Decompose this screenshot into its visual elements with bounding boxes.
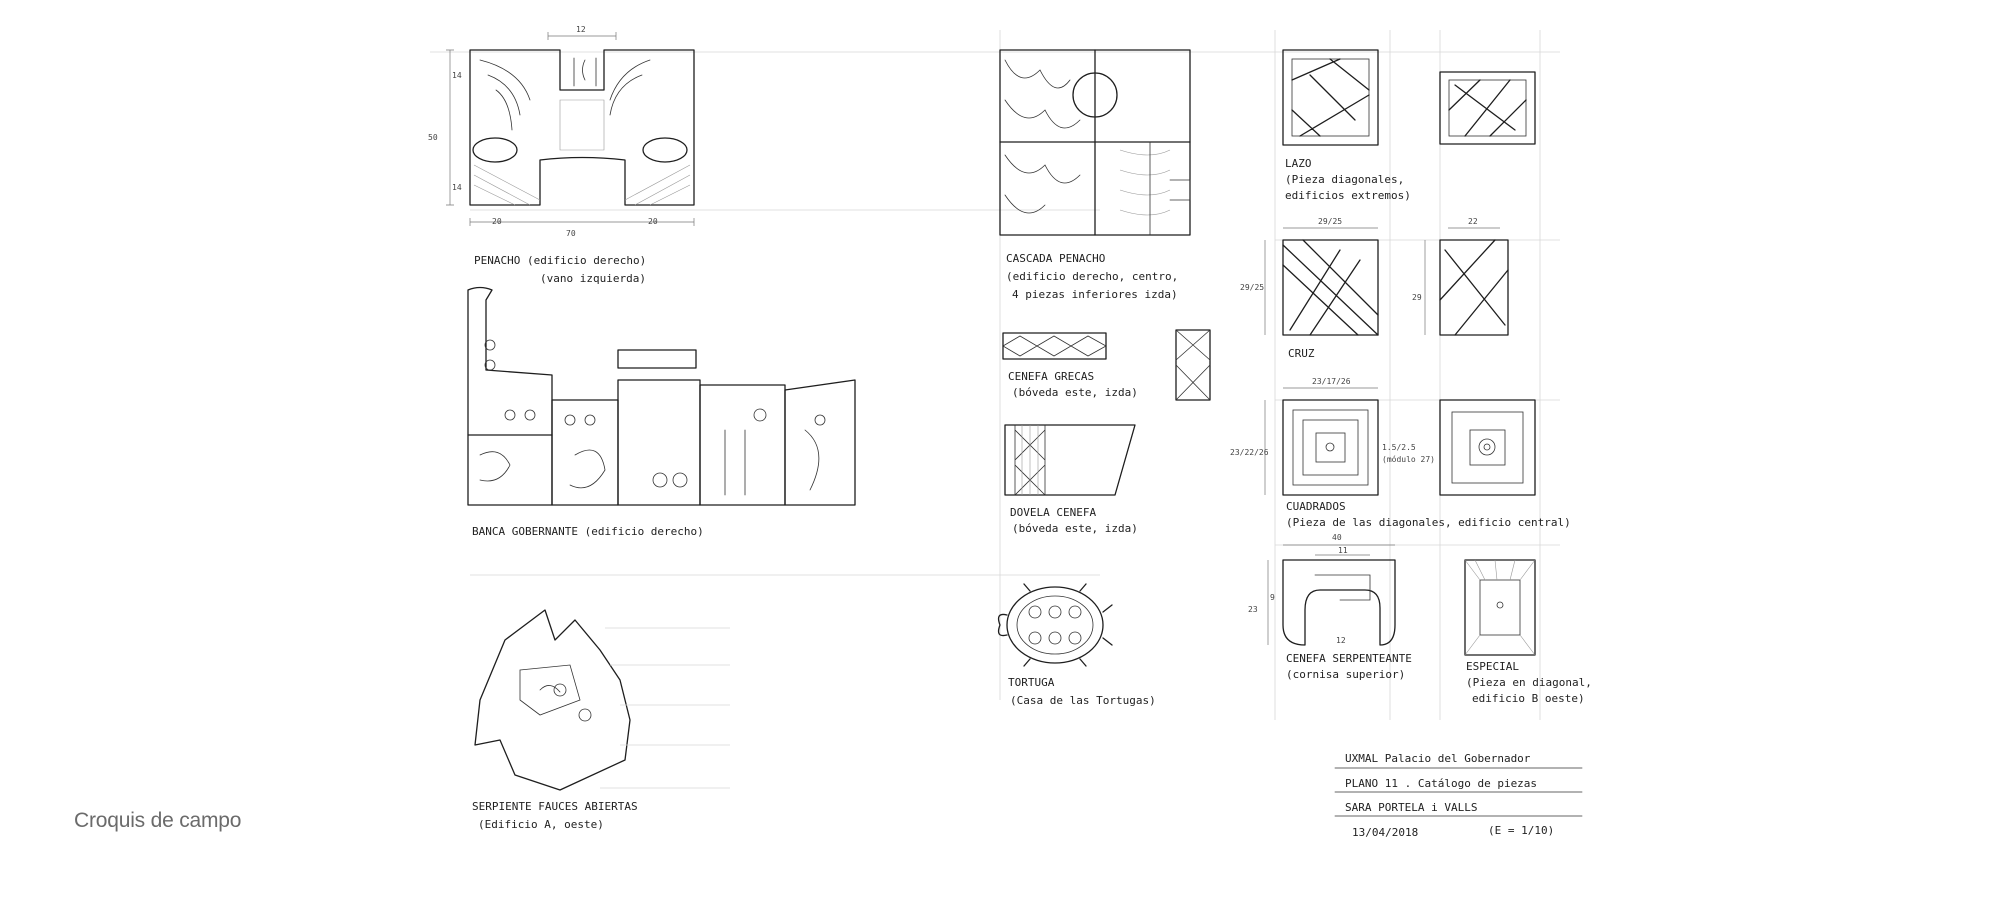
dovela-label: DOVELA CENEFA [1010, 506, 1096, 519]
dim-label: 29 [1412, 293, 1422, 302]
dim-label: 23/22/26 [1230, 448, 1269, 457]
dim-label: 14 [452, 183, 462, 192]
title-scale: (E = 1/10) [1488, 824, 1554, 837]
title-line-1: UXMAL Palacio del Gobernador [1345, 752, 1531, 765]
especial-label: ESPECIAL [1466, 660, 1519, 673]
tortuga-drawing: TORTUGA (Casa de las Tortugas) [997, 583, 1156, 707]
cascada-label: 4 piezas inferiores izda) [1012, 288, 1178, 301]
title-date: 13/04/2018 [1352, 826, 1418, 839]
dim-label: 50 [428, 133, 438, 142]
cenefa-grecas-drawing: CENEFA GRECAS (bóveda este, izda) [1002, 329, 1211, 401]
serpiente-label: SERPIENTE FAUCES ABIERTAS [472, 800, 638, 813]
grecas-label: CENEFA GRECAS [1008, 370, 1094, 383]
lazo-label: (Pieza diagonales, [1285, 173, 1404, 186]
penacho-label: PENACHO (edificio derecho) [474, 254, 646, 267]
serpiente-drawing: SERPIENTE FAUCES ABIERTAS (Edificio A, o… [472, 609, 730, 831]
cuadrados-drawing: 23/17/26 23/22/26 1.5/2.5 (módulo 27) CU… [1230, 377, 1571, 529]
banca-gobernante-drawing: BANCA GOBERNANTE (edificio derecho) [467, 286, 856, 538]
lazo-drawing: LAZO (Pieza diagonales, edificios extrem… [1282, 49, 1536, 202]
dim-label: 12 [576, 25, 586, 34]
construction-guides [430, 30, 1560, 720]
dovela-label: (bóveda este, izda) [1012, 522, 1138, 535]
dim-label: 23/17/26 [1312, 377, 1351, 386]
dim-label: 9 [1270, 593, 1275, 602]
serpenteante-label: CENEFA SERPENTEANTE [1286, 652, 1412, 665]
grecas-label: (bóveda este, izda) [1012, 386, 1138, 399]
tortuga-label: TORTUGA [1008, 676, 1055, 689]
dim-label: (módulo 27) [1382, 454, 1435, 464]
lazo-label: edificios extremos) [1285, 189, 1411, 202]
dim-label: 29/25 [1318, 217, 1342, 226]
cruz-drawing: 29/25 22 29/25 29 CRUZ [1240, 217, 1509, 360]
penacho-label: (vano izquierda) [540, 272, 646, 285]
especial-label: edificio B oeste) [1472, 692, 1585, 705]
especial-label: (Pieza en diagonal, [1466, 676, 1592, 689]
dim-label: 11 [1338, 546, 1348, 555]
cenefa-serpenteante-drawing: 40 11 9 23 12 CENEFA SERPENTEANTE (corni… [1248, 533, 1412, 681]
dim-label: 20 [492, 217, 502, 226]
tortuga-label: (Casa de las Tortugas) [1010, 694, 1156, 707]
cuadrados-label: CUADRADOS [1286, 500, 1346, 513]
cruz-label: CRUZ [1288, 347, 1315, 360]
cascada-label: (edificio derecho, centro, [1006, 270, 1178, 283]
cascada-label: CASCADA PENACHO [1006, 252, 1105, 265]
dim-label: 20 [648, 217, 658, 226]
cuadrados-label: (Pieza de las diagonales, edificio centr… [1286, 516, 1571, 529]
dim-label: 23 [1248, 605, 1258, 614]
serpiente-label: (Edificio A, oeste) [478, 818, 604, 831]
dim-label: 1.5/2.5 [1382, 443, 1416, 452]
dovela-cenefa-drawing: DOVELA CENEFA (bóveda este, izda) [1004, 424, 1138, 535]
dim-label: 12 [1336, 636, 1346, 645]
title-block: UXMAL Palacio del Gobernador PLANO 11 . … [1334, 752, 1583, 839]
serpenteante-label: (cornisa superior) [1286, 668, 1405, 681]
cascada-penacho-drawing: CASCADA PENACHO (edificio derecho, centr… [999, 49, 1191, 301]
dim-label: 40 [1332, 533, 1342, 542]
dim-label: 70 [566, 229, 576, 238]
banca-label: BANCA GOBERNANTE (edificio derecho) [472, 525, 704, 538]
title-line-2: PLANO 11 . Catálogo de piezas [1345, 777, 1537, 790]
sketch-caption: Croquis de campo [74, 809, 242, 832]
dim-label: 29/25 [1240, 283, 1264, 292]
penacho-drawing: 12 14 50 14 20 70 20 PENACHO (edificio d… [428, 25, 695, 285]
especial-drawing: ESPECIAL (Pieza en diagonal, edificio B … [1464, 559, 1592, 705]
lazo-label: LAZO [1285, 157, 1312, 170]
dim-label: 22 [1468, 217, 1478, 226]
title-line-3: SARA PORTELA i VALLS [1345, 801, 1477, 814]
dim-label: 14 [452, 71, 462, 80]
